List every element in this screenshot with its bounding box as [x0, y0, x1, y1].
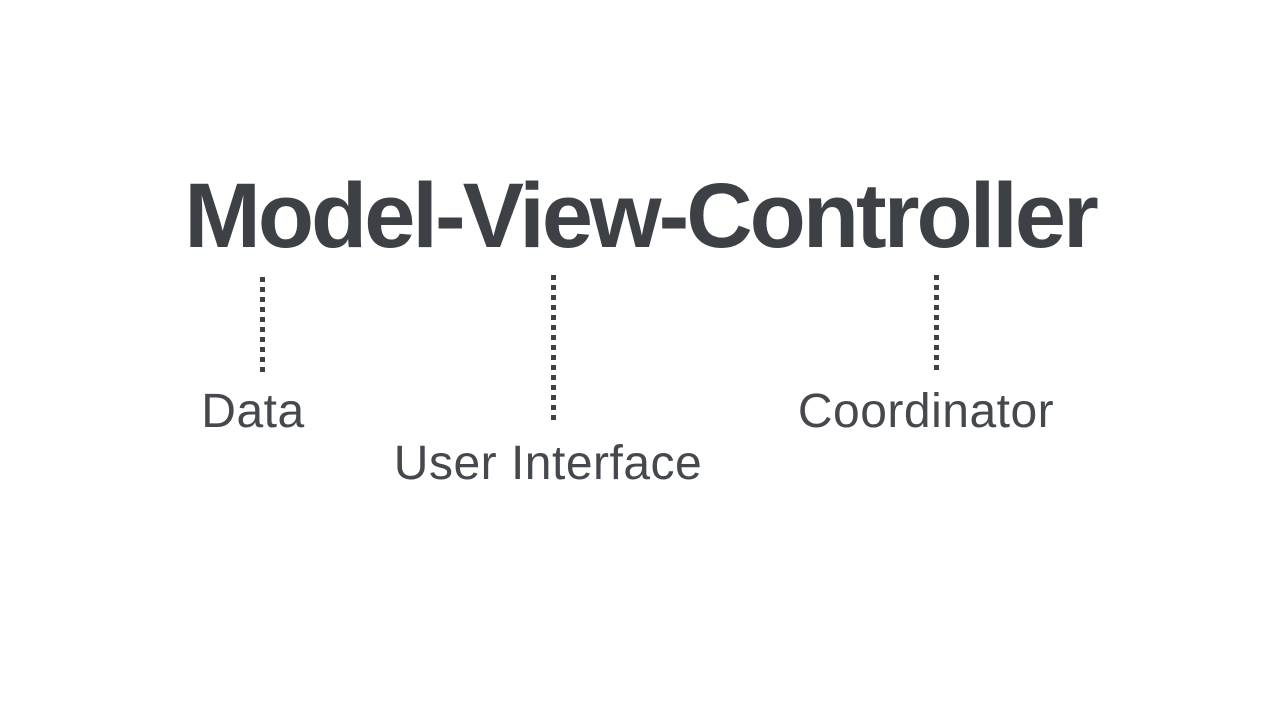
dotted-connector-controller [934, 275, 939, 370]
annotation-label-user-interface: User Interface [393, 437, 703, 490]
dotted-connector-model [260, 277, 265, 372]
diagram-title: Model-View-Controller [184, 165, 1099, 267]
dotted-connector-view [551, 275, 556, 422]
annotation-label-data: Data [201, 385, 305, 438]
annotation-label-coordinator: Coordinator [797, 385, 1055, 438]
